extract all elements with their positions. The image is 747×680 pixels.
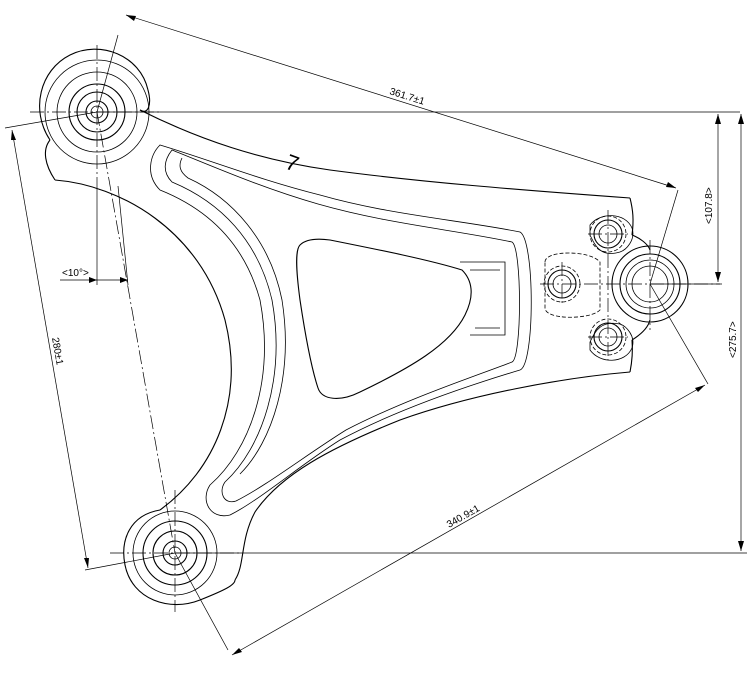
ball-joint-plate: [540, 210, 720, 361]
arm-outline: [44, 109, 634, 581]
dim-angle: <10°>: [62, 268, 89, 279]
triangle-cutout: [296, 238, 506, 399]
stiffener-channel: [150, 144, 532, 517]
dim-bottom-length: 340.9±1: [445, 503, 482, 531]
dim-right-short: <107.8>: [704, 187, 715, 224]
bushing-axis-line: [96, 111, 176, 554]
dimension-labels: 361.7±1 340.9±1 280±1 <107.8> <275.7> <1…: [49, 86, 739, 530]
dimension-lines: [11, 14, 744, 656]
extension-lines: [4, 34, 747, 651]
part-marker: 7: [282, 149, 302, 177]
dim-left-length: 280±1: [49, 337, 65, 367]
dim-top-length: 361.7±1: [388, 86, 426, 107]
dim-right-long: <275.7>: [728, 321, 739, 358]
